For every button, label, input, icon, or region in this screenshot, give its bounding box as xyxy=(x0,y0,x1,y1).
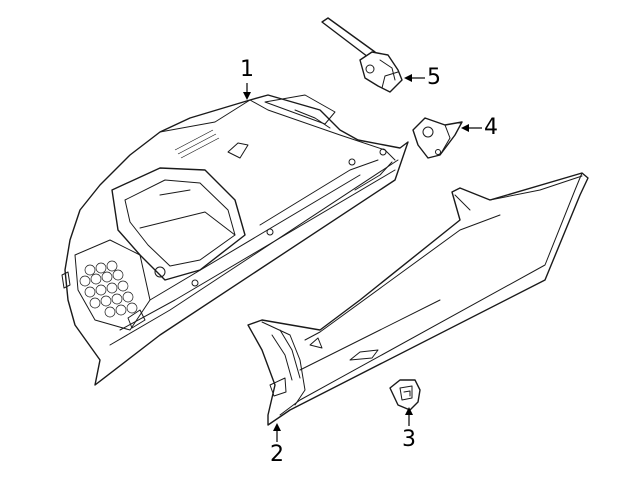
callout-label-1: 1 xyxy=(240,57,254,82)
part-2-glove-box-door xyxy=(247,172,589,426)
callout-label-4: 4 xyxy=(484,115,498,140)
part-3-latch xyxy=(389,379,421,411)
callout-leaders xyxy=(243,74,482,442)
part-4-bracket xyxy=(412,117,463,159)
part-1-glove-box-housing xyxy=(61,94,409,386)
part-5-striker xyxy=(321,17,403,93)
callout-label-5: 5 xyxy=(427,65,441,90)
callout-label-3: 3 xyxy=(402,427,416,452)
callout-label-2: 2 xyxy=(270,442,284,467)
